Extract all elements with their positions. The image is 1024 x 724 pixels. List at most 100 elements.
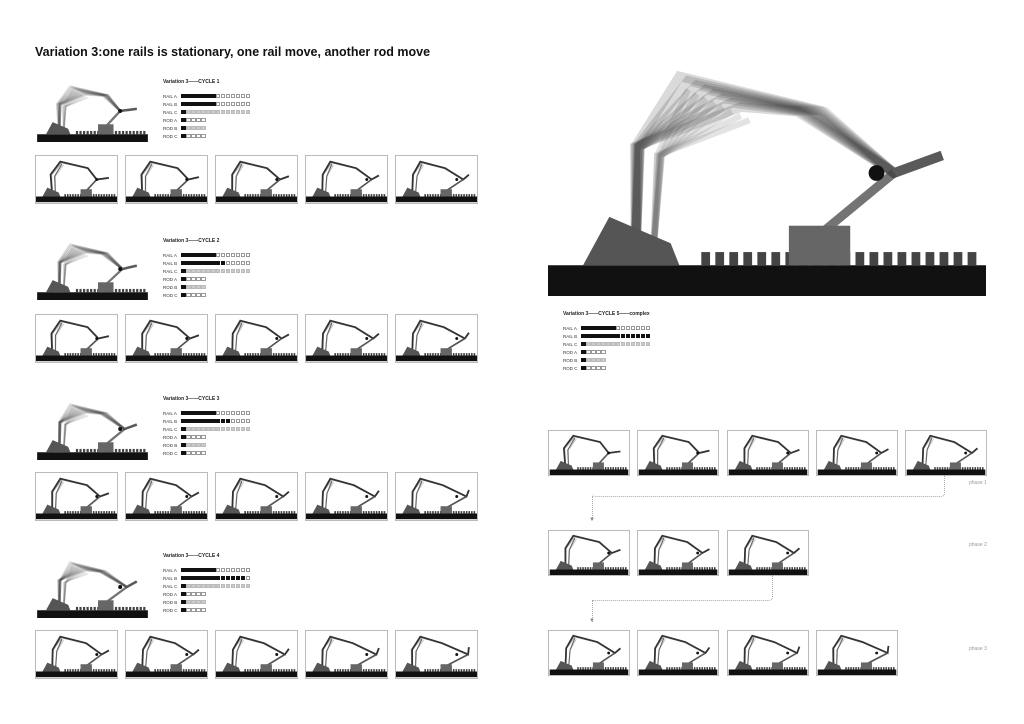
filled-step-cell: [585, 333, 591, 339]
empty-step-cell: [235, 260, 241, 266]
legend-row-rail-a: RAIL A: [163, 92, 251, 100]
empty-step-cell: [185, 268, 191, 274]
machine-drawing: [549, 634, 629, 675]
filled-step-cell: [181, 450, 186, 456]
filled-step-cell: [581, 365, 586, 371]
empty-step-cell: [190, 591, 196, 597]
machine-drawing: [396, 477, 477, 520]
empty-step-cell: [185, 426, 191, 432]
empty-step-cell: [195, 434, 201, 440]
cycle5-label: Variation 3——CYCLE 5——complex: [563, 311, 650, 317]
filled-step-cell: [645, 333, 651, 339]
empty-step-cell: [200, 434, 206, 440]
empty-step-cell: [245, 575, 251, 581]
empty-step-cell: [240, 268, 246, 274]
filled-step-cell: [200, 101, 206, 107]
filled-step-cell: [181, 125, 186, 131]
cycle-label: Variation 3——CYCLE 4: [163, 553, 220, 559]
empty-step-cell: [195, 442, 201, 448]
empty-step-cell: [235, 268, 241, 274]
filled-step-cell: [205, 93, 211, 99]
empty-step-cell: [225, 426, 231, 432]
phase-label: phase 2: [969, 542, 987, 548]
legend-row-rail-b: RAIL B: [163, 259, 251, 267]
empty-step-cell: [640, 325, 646, 331]
empty-step-cell: [215, 410, 221, 416]
empty-step-cell: [245, 426, 251, 432]
empty-step-cell: [210, 426, 216, 432]
legend-row-label: RAIL A: [163, 93, 177, 99]
empty-step-cell: [610, 341, 616, 347]
cycle-label: Variation 3——CYCLE 2: [163, 238, 220, 244]
legend-row-label: ROD B: [163, 599, 178, 605]
filled-step-cell: [585, 325, 591, 331]
legend-row-label: RAIL C: [163, 583, 178, 589]
legend-row-label: RAIL C: [163, 426, 178, 432]
cycle-label: Variation 3——CYCLE 1: [163, 79, 220, 85]
empty-step-cell: [185, 583, 191, 589]
empty-step-cell: [195, 599, 201, 605]
filled-step-cell: [210, 260, 216, 266]
empty-step-cell: [215, 101, 221, 107]
legend-row-label: RAIL A: [163, 567, 177, 573]
empty-step-cell: [230, 101, 236, 107]
machine-drawing: [216, 635, 297, 678]
filled-step-cell: [230, 575, 236, 581]
phase-frame-thumbnail: [637, 530, 719, 576]
legend-row-rail-c: RAIL C: [163, 425, 251, 433]
filled-step-cell: [185, 260, 191, 266]
legend-row-rail-b: RAIL B: [163, 574, 251, 582]
machine-drawing: [37, 85, 148, 142]
machine-drawing: [817, 634, 897, 675]
legend-row-label: RAIL B: [163, 575, 178, 581]
empty-step-cell: [635, 325, 641, 331]
empty-step-cell: [225, 109, 231, 115]
legend-row-rod-a: ROD A: [163, 275, 251, 283]
filled-step-cell: [215, 418, 221, 424]
legend-row-label: ROD B: [563, 357, 578, 363]
empty-step-cell: [225, 93, 231, 99]
cycle-frame-thumbnail: [395, 472, 478, 521]
filled-step-cell: [200, 575, 206, 581]
empty-step-cell: [230, 260, 236, 266]
empty-step-cell: [195, 268, 201, 274]
cycle-frame-thumbnail: [215, 155, 298, 204]
empty-step-cell: [195, 583, 201, 589]
empty-step-cell: [190, 450, 196, 456]
legend-row-rod-c: ROD C: [163, 132, 251, 140]
legend-row-label: RAIL C: [163, 268, 178, 274]
empty-step-cell: [245, 109, 251, 115]
filled-step-cell: [615, 333, 621, 339]
filled-step-cell: [200, 93, 206, 99]
machine-drawing: [37, 403, 148, 460]
empty-step-cell: [235, 567, 241, 573]
filled-step-cell: [190, 93, 196, 99]
phase-frame-thumbnail: [816, 430, 898, 476]
legend-row-rail-a: RAIL A: [163, 251, 251, 259]
filled-step-cell: [205, 575, 211, 581]
empty-step-cell: [200, 284, 206, 290]
cycle-frame-thumbnail: [215, 314, 298, 363]
cycle5-main-render: [548, 50, 986, 296]
empty-step-cell: [245, 252, 251, 258]
filled-step-cell: [210, 418, 216, 424]
legend-row-rail-a: RAIL A: [563, 324, 651, 332]
cycle-frame-thumbnail: [395, 630, 478, 679]
empty-step-cell: [225, 583, 231, 589]
filled-step-cell: [590, 333, 596, 339]
empty-step-cell: [595, 365, 601, 371]
filled-step-cell: [210, 575, 216, 581]
filled-step-cell: [181, 599, 186, 605]
empty-step-cell: [195, 591, 201, 597]
legend-row-label: ROD C: [163, 133, 178, 139]
empty-step-cell: [245, 567, 251, 573]
machine-drawing: [728, 534, 808, 575]
phase-frame-thumbnail: [637, 430, 719, 476]
legend-row-rod-a: ROD A: [163, 590, 251, 598]
empty-step-cell: [185, 599, 191, 605]
empty-step-cell: [195, 133, 201, 139]
filled-step-cell: [205, 418, 211, 424]
filled-step-cell: [181, 426, 186, 432]
